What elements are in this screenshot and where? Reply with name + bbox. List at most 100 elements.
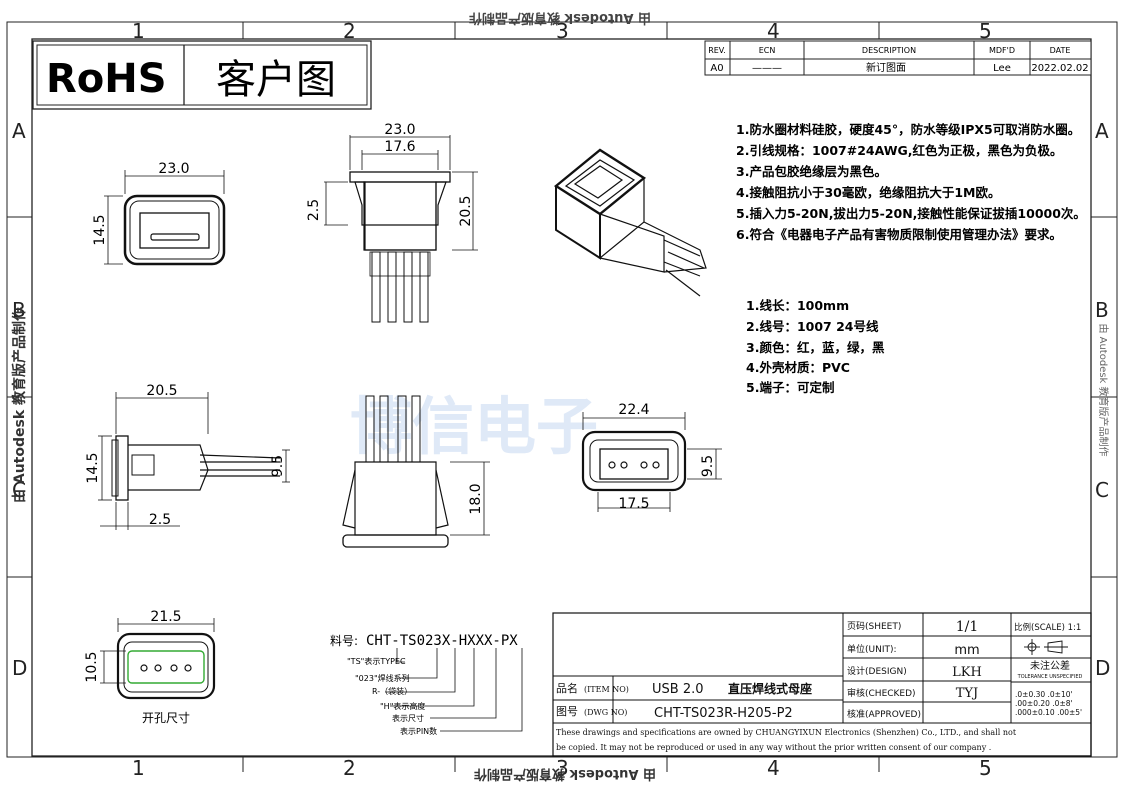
iso-front-inner xyxy=(564,159,636,207)
dim-bottom-inner: 17.5 xyxy=(618,496,649,512)
dim-side-inner: 17.6 xyxy=(384,139,415,155)
side-wires xyxy=(369,251,431,323)
part-number-prefix: 料号: xyxy=(330,634,358,648)
item-label-en: (ITEM NO) xyxy=(584,685,629,694)
left-flange xyxy=(115,435,129,501)
dim-left-wire: 9.5 xyxy=(270,455,286,477)
rev-cell-ecn: ——— xyxy=(752,63,782,74)
dim-front-height: 14.5 xyxy=(92,214,108,245)
rev-cell-mdfd: Lee xyxy=(993,63,1011,74)
note-5: 5.插入力5-20N,拔出力5-20N,接触性能保证拔插10000次。 xyxy=(736,206,1086,221)
bottom-outer-shell xyxy=(581,430,687,492)
zone-labels: 1 2 3 4 5 1 2 3 4 5 A B C D A B C D xyxy=(12,19,1110,780)
zone-row-c-left: C xyxy=(12,478,26,502)
cutout-view xyxy=(100,618,216,700)
zone-row-d-left: D xyxy=(12,656,27,680)
dim-left-height: 14.5 xyxy=(85,452,101,483)
title-block xyxy=(552,612,1092,757)
zone-col-1-bottom: 1 xyxy=(132,756,145,780)
rohs-label: RoHS xyxy=(46,56,167,102)
cutout-pin-3 xyxy=(170,664,178,672)
wire-note-2: 2.线号：1007 24号线 xyxy=(746,319,879,334)
disclaimer-line-2: be copied. It may not be reproduced or u… xyxy=(556,743,991,752)
front-contact-tongue xyxy=(150,233,200,241)
zone-col-4-bottom: 4 xyxy=(767,756,780,780)
zone-col-5-bottom: 5 xyxy=(979,756,992,780)
isometric-view xyxy=(553,148,707,297)
cutout-pin-1 xyxy=(140,664,148,672)
back-view xyxy=(342,395,490,548)
iso-port xyxy=(573,165,624,199)
wire-note-3: 3.颜色：红，蓝，绿，黑 xyxy=(746,340,885,355)
part-number-block: 料号: CHT-TS023X-HXXX-PX "TS"表示TYPEC "023"… xyxy=(330,633,523,736)
dwg-label-en: (DWG NO) xyxy=(584,708,627,717)
sheet-value: 1/1 xyxy=(956,619,979,635)
header-block: RoHS 客户图 xyxy=(32,40,372,110)
bottom-pin-1 xyxy=(608,461,616,469)
watermark-right: 由 Autodesk 教育版产品制作 xyxy=(1097,323,1110,456)
approved-label: 核准(APPROVED) xyxy=(847,708,921,720)
design-label: 设计(DESIGN) xyxy=(847,665,907,677)
title-block-text: 品名 (ITEM NO) USB 2.0 直压焊线式母座 图号 (DWG NO)… xyxy=(556,619,1082,752)
rev-cell-description: 新订图面 xyxy=(866,61,906,74)
spec-notes: 1.防水圈材料硅胶，硬度45°，防水等级IPX5可取消防水圈。 2.引线规格：1… xyxy=(736,122,1086,242)
dim-left-flange: 2.5 xyxy=(149,512,171,528)
wire-note-4: 4.外壳材质：PVC xyxy=(746,360,850,375)
rev-header-date: DATE xyxy=(1050,46,1071,55)
checked-value: TYJ xyxy=(956,686,978,701)
watermark-bottom: 由 Autodesk 教育版产品制作 xyxy=(474,766,656,782)
zone-ticks xyxy=(7,22,1117,772)
note-3: 3.产品包胶绝缘层为黑色。 xyxy=(736,164,887,179)
wire-notes: 1.线长：100mm 2.线号：1007 24号线 3.颜色：红，蓝，绿，黑 4… xyxy=(746,298,885,395)
note-1: 1.防水圈材料硅胶，硬度45°，防水等级IPX5可取消防水圈。 xyxy=(736,122,1080,137)
rev-header-rev: REV. xyxy=(708,46,726,55)
revision-table: REV. ECN DESCRIPTION MDF'D DATE A0 ——— 新… xyxy=(704,40,1092,76)
zone-col-1-top: 1 xyxy=(132,19,145,43)
side-view xyxy=(324,135,478,323)
front-port-opening xyxy=(139,212,210,249)
dim-side-height: 20.5 xyxy=(458,195,474,226)
dim-left-length: 20.5 xyxy=(146,383,177,399)
dim-bottom-height: 9.5 xyxy=(700,455,716,477)
back-flange xyxy=(342,534,449,548)
zone-row-a-left: A xyxy=(12,119,26,143)
note-6: 6.符合《电器电子产品有害物质限制使用管理办法》要求。 xyxy=(736,227,1062,242)
dwg-value: CHT-TS023R-H205-P2 xyxy=(654,706,793,721)
projection-icon xyxy=(1024,639,1068,655)
outer-border xyxy=(6,21,1118,758)
left-body xyxy=(128,444,209,491)
bottom-pin-4 xyxy=(652,461,660,469)
rev-header-mdfd: MDF'D xyxy=(989,46,1015,55)
front-inner-shell xyxy=(129,200,220,260)
zone-col-2-top: 2 xyxy=(343,19,356,43)
legend-h: "H"表示高度 xyxy=(380,701,425,711)
bottom-pin-2 xyxy=(620,461,628,469)
zone-col-5-top: 5 xyxy=(979,19,992,43)
dim-side-flange: 2.5 xyxy=(306,199,322,221)
note-2: 2.引线规格：1007#24AWG,红色为正极，黑色为负极。 xyxy=(736,143,1063,158)
legend-size: 表示尺寸 xyxy=(392,713,424,723)
checked-label: 审核(CHECKED) xyxy=(847,687,916,699)
item-value-b: 直压焊线式母座 xyxy=(728,681,812,696)
side-body xyxy=(363,181,437,251)
left-view xyxy=(98,392,290,530)
tolerance-subtitle: TOLERANCE UNSPECIFIED xyxy=(1017,674,1083,680)
dim-cutout-width: 21.5 xyxy=(150,609,181,625)
dim-front-width: 23.0 xyxy=(158,161,189,177)
bottom-pin-block xyxy=(599,448,669,480)
zone-col-4-top: 4 xyxy=(767,19,780,43)
tolerance-title: 未注公差 xyxy=(1030,659,1070,672)
zone-row-d-right: D xyxy=(1095,656,1110,680)
legend-pin: 表示PIN数 xyxy=(400,726,437,736)
zone-col-3-bottom: 3 xyxy=(556,756,569,780)
sheet-label: 页码(SHEET) xyxy=(847,621,901,632)
cutout-outer xyxy=(116,632,216,700)
dim-back-height: 18.0 xyxy=(468,483,484,514)
zone-col-2-bottom: 2 xyxy=(343,756,356,780)
zone-row-a-right: A xyxy=(1095,119,1109,143)
tolerance-row-3: .000±0.10 .00±5' xyxy=(1015,708,1082,717)
rev-cell-date: 2022.02.02 xyxy=(1031,63,1088,74)
unit-value: mm xyxy=(954,643,979,658)
watermark-top: 由 Autodesk 教育版产品制作 xyxy=(469,10,651,26)
